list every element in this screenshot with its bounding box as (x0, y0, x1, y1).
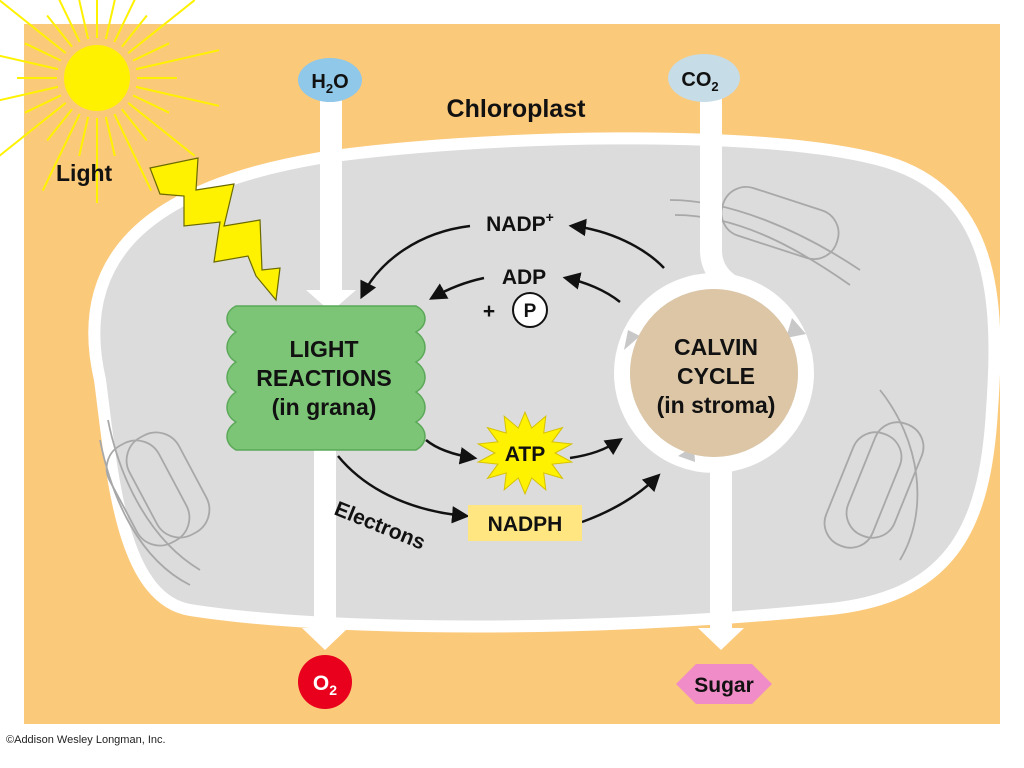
oxygen-output: O2 (298, 655, 352, 709)
calvin-line1: CALVIN (674, 334, 758, 360)
co2-input-arrow (700, 95, 746, 300)
phosphate-icon: P (512, 292, 548, 328)
light-reactions-line3: (in grana) (272, 394, 377, 420)
copyright-credit: ©Addison Wesley Longman, Inc. (6, 734, 166, 746)
co2-bubble: CO2 (668, 54, 740, 102)
atp-label: ATP (505, 443, 545, 466)
electron-flow-arrow (337, 455, 661, 524)
light-reactions: LIGHT REACTIONS (in grana) (226, 305, 426, 451)
nadph-label: NADPH (488, 513, 563, 536)
calvin-line2: CYCLE (677, 363, 755, 389)
water-bubble: H2O (298, 58, 362, 102)
lightning-bolt-icon (149, 157, 281, 302)
light-reactions-line1: LIGHT (290, 336, 359, 362)
light-label: Light (56, 160, 113, 186)
nadp-return-arrow (360, 218, 665, 300)
nadp-label: NADP+ (486, 209, 554, 236)
calvin-cycle: CALVIN CYCLE (in stroma) (614, 273, 814, 473)
atp-burst: ATP (476, 410, 574, 496)
nadph-box: NADPH (468, 505, 582, 541)
co2-label: CO2 (681, 69, 718, 94)
atp-flow-arrow (425, 438, 623, 465)
water-input-arrow (306, 96, 356, 312)
sugar-output: Sugar (676, 664, 772, 704)
sugar-output-arrow (698, 465, 744, 650)
thylakoid-stack-left (99, 419, 211, 586)
plus-label: + (483, 300, 495, 323)
water-label: H2O (311, 71, 348, 96)
adp-label: ADP (502, 266, 546, 289)
oxygen-label: O2 (313, 672, 337, 698)
sugar-label: Sugar (694, 674, 754, 697)
adp-return-arrow (428, 272, 621, 303)
sun-icon (0, 0, 220, 203)
chloroplast-title: Chloroplast (447, 95, 587, 123)
thylakoid-stack-right (669, 186, 925, 561)
phosphate-label: P (524, 301, 537, 322)
calvin-line3: (in stroma) (657, 392, 776, 418)
oxygen-output-arrow (302, 446, 348, 650)
light-reactions-line2: REACTIONS (256, 365, 391, 391)
